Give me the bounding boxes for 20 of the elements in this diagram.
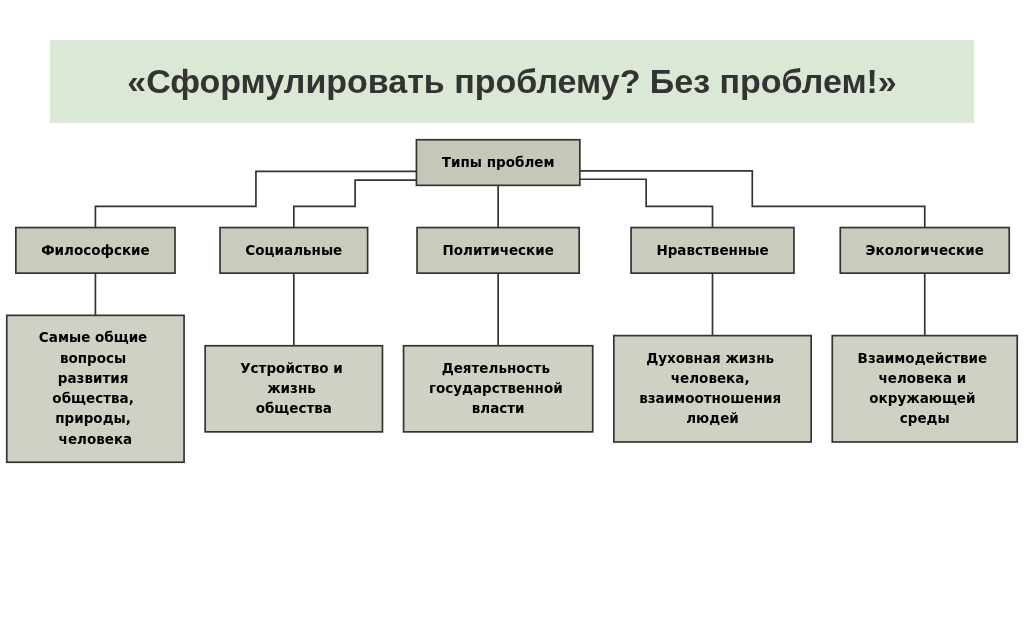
title-banner: «Сформулировать проблему? Без проблем!» [50, 40, 974, 123]
node-box: Устройство и жизнь общества [204, 344, 384, 433]
connector [579, 170, 926, 229]
connector [497, 184, 499, 229]
node-box: Социальные [219, 226, 369, 274]
connector [94, 272, 97, 317]
connector [292, 272, 295, 347]
node-box: Деятельность государственной власти [402, 344, 594, 433]
node-box: Типы проблем [415, 138, 581, 187]
node-box: Самые общие вопросы развития общества, природы, человека [5, 314, 185, 464]
node-box: Взаимодействие человека и окружающей среды [831, 334, 1019, 443]
node-box: Нравственные [630, 226, 795, 274]
connector [923, 272, 926, 337]
connector [579, 178, 714, 229]
node-box: Духовная жизнь человека, взаимоотношения людей [612, 334, 812, 443]
node-box: Политические [416, 226, 581, 274]
node-box: Экологические [839, 226, 1011, 274]
connector [497, 272, 499, 347]
connector [711, 272, 714, 337]
node-box: Философские [15, 226, 176, 274]
